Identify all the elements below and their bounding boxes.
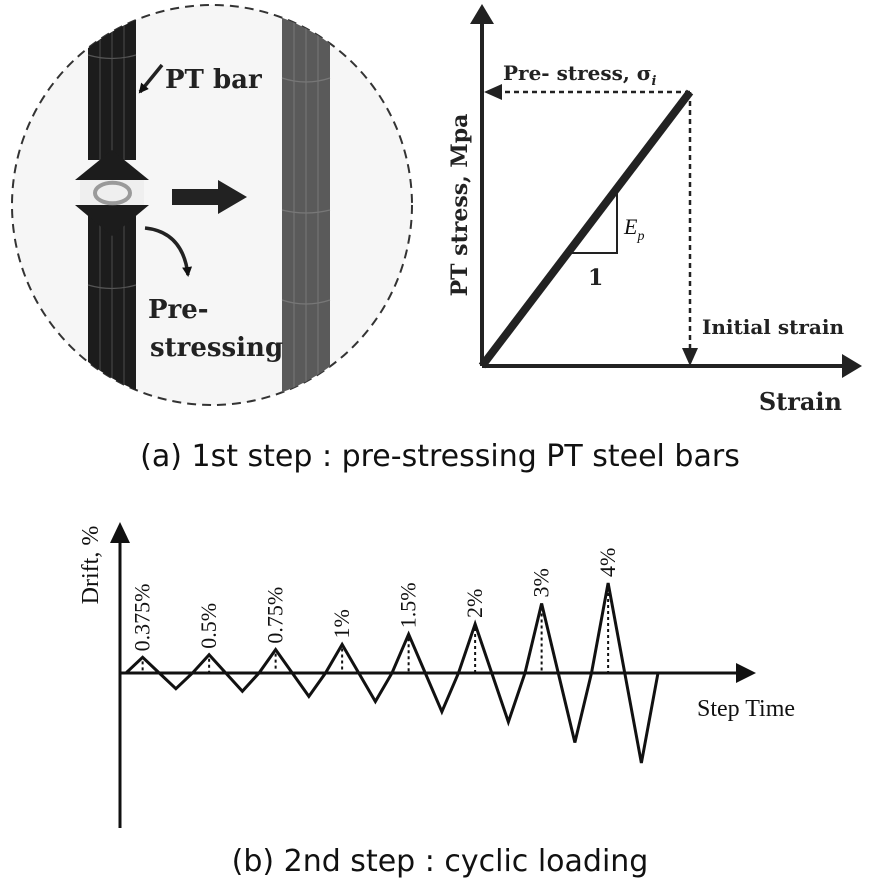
pt-bar-after	[281, 5, 331, 405]
slope-run-label: 1	[588, 265, 603, 291]
down-arrow-icon	[75, 205, 149, 236]
stress-strain-line	[478, 89, 694, 369]
prestress-label: Pre- stress, σi	[503, 61, 657, 89]
slope-triangle	[571, 193, 618, 254]
stress-axis-label: PT stress, Mpa	[447, 114, 473, 297]
strain-axis-label: Strain	[759, 387, 842, 416]
drift-level-label: 0.5%	[196, 603, 221, 649]
stress-strain-diagram: PT stress, Mpa Strain Pre- stress, σi In…	[447, 4, 862, 416]
drift-level-label: 1.5%	[396, 582, 421, 628]
drift-level-label: 2%	[462, 589, 487, 618]
pt-bar-pointer-arrow	[138, 63, 164, 94]
rotate-icon	[93, 180, 132, 194]
step-time-axis-label: Step Time	[697, 696, 795, 722]
drift-level-label: 1%	[329, 609, 354, 638]
cyclic-loading-chart: Drift, % Step Time 0.375% 0.5% 0.75% 1% 1.5%…	[78, 522, 795, 828]
initial-strain-label: Initial strain	[702, 315, 844, 339]
drift-level-label: 3%	[529, 568, 554, 597]
caption-b: (b) 2nd step : cyclic loading	[232, 844, 649, 879]
transition-arrow-icon	[172, 180, 247, 214]
cyclic-drift-line	[120, 582, 660, 764]
drift-level-label: 0.75%	[263, 587, 288, 644]
drift-axis-label: Drift, %	[78, 526, 104, 605]
up-arrow-icon	[75, 150, 149, 180]
pt-bar-label: PT bar	[165, 65, 262, 95]
drift-level-label: 0.375%	[130, 583, 155, 651]
caption-a: (a) 1st step : pre-stressing PT steel ba…	[140, 439, 740, 474]
pt-bar-illustration: PT bar Pre- stressing	[11, 4, 413, 406]
drift-level-label: 4%	[595, 548, 620, 577]
prestressing-label-line2: stressing	[150, 333, 283, 363]
prestressing-label-line1: Pre-	[148, 295, 209, 325]
prestressing-pointer-arrow	[144, 226, 193, 277]
slope-label: Ep	[623, 214, 644, 244]
